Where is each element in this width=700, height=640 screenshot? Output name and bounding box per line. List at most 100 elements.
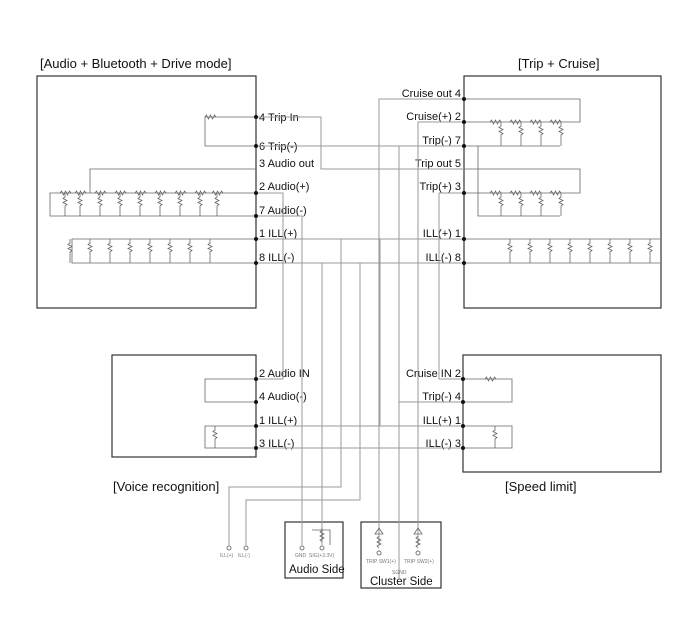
switch-resistor-icon — [137, 193, 143, 216]
switch-resistor-icon — [558, 193, 564, 216]
speed-module-internal-circuit — [463, 378, 513, 449]
pin-label: Trip(-) 7 — [422, 135, 461, 147]
led-resistor-icon — [587, 239, 593, 263]
led-resistor-icon — [507, 239, 513, 263]
junction-dot — [254, 237, 258, 241]
junction-dot — [254, 424, 258, 428]
switch-resistor-icon — [97, 193, 103, 216]
pin-label: 3 Audio out — [259, 158, 314, 170]
led-resistor-icon — [607, 239, 613, 263]
trip-sw1-terminal-label: TRIP SW1(+) — [366, 559, 396, 565]
led-resistor-icon — [527, 239, 533, 263]
switch-resistor-icon — [558, 122, 564, 146]
switch-resistor-icon — [157, 193, 163, 216]
led-resistor-icon — [87, 239, 93, 263]
sig-terminal-label: SIG(+3.3V) — [309, 553, 334, 559]
junction-dot — [462, 261, 466, 265]
switch-resistor-icon — [197, 193, 203, 216]
harness-wires — [228, 98, 464, 578]
pin-label: ILL(+) 1 — [423, 415, 461, 427]
resistor-icon — [484, 376, 497, 382]
junction-dot — [254, 400, 258, 404]
junction-dot — [462, 237, 466, 241]
audio-module-title: [Audio + Bluetooth + Drive mode] — [40, 56, 232, 71]
led-resistor-icon — [67, 239, 73, 263]
junction-dot — [461, 400, 465, 404]
resistor-icon — [174, 190, 187, 196]
junction-dot — [462, 97, 466, 101]
led-resistor-icon — [127, 239, 133, 263]
audio-side-title: Audio Side — [289, 564, 345, 576]
voice-module-box — [111, 354, 257, 458]
resistor-icon — [204, 114, 217, 120]
audio-module-internal-circuit — [49, 116, 256, 264]
pin-label: 3 ILL(-) — [259, 438, 294, 450]
pin-label: 4 Trip In — [259, 112, 299, 124]
trip-module-title: [Trip + Cruise] — [518, 56, 600, 71]
resistor-icon — [529, 190, 542, 196]
junction-dot — [461, 424, 465, 428]
led-resistor-icon — [107, 239, 113, 263]
switch-resistor-icon — [498, 122, 504, 146]
junction-dot — [254, 446, 258, 450]
switch-resistor-icon — [518, 193, 524, 216]
ill-terminals: ILL(+) ILL(-) — [220, 545, 250, 559]
cluster-side-box — [360, 521, 442, 589]
pin-label: ILL(+) 1 — [423, 228, 461, 240]
audio-side-box — [284, 521, 344, 579]
switch-resistor-icon — [214, 193, 220, 216]
switch-resistor-icon — [498, 193, 504, 216]
led-resistor-icon — [207, 239, 213, 263]
audio-side: GND SIG(+3.3V) Audio Side — [289, 528, 345, 576]
junction-dot — [461, 377, 465, 381]
pin-label: 8 ILL(-) — [259, 252, 294, 264]
pin-label: Cruise IN 2 — [406, 368, 461, 380]
speed-module-title: [Speed limit] — [505, 479, 577, 494]
trip-module-internal-circuit — [464, 98, 660, 264]
junction-dot — [254, 377, 258, 381]
resistor-icon — [549, 190, 562, 196]
junction-dot — [254, 214, 258, 218]
cluster-side-title: Cluster Side — [370, 576, 433, 588]
trip-module-box — [463, 75, 662, 309]
resistor-icon — [194, 190, 207, 196]
led-resistor-icon — [547, 239, 553, 263]
led-resistor-icon — [147, 239, 153, 263]
audio-module-pins: 4 Trip In 6 Trip(-) 3 Audio out 2 Audio(… — [259, 112, 314, 264]
led-resistor-icon — [212, 426, 218, 448]
junction-dot — [254, 115, 258, 119]
junction-dot — [254, 191, 258, 195]
switch-resistor-icon — [117, 193, 123, 216]
trip-module-pins: Cruise out 4 Cruise(+) 2 Trip(-) 7 Trip … — [402, 88, 461, 264]
ill-plus-terminal-label: ILL(+) — [220, 553, 234, 559]
pin-label: ILL(-) 3 — [426, 438, 461, 450]
trip-sw2-terminal-label: TRIP SW2(+) — [404, 559, 434, 565]
switch-resistor-icon — [177, 193, 183, 216]
voice-module-title: [Voice recognition] — [113, 479, 219, 494]
pin-label: Trip(+) 3 — [420, 181, 461, 193]
switch-resistor-icon — [538, 193, 544, 216]
speed-module-box — [462, 354, 662, 473]
pin-label: Trip out 5 — [415, 158, 461, 170]
led-resistor-icon — [167, 239, 173, 263]
resistor-icon — [154, 190, 167, 196]
switch-resistor-icon — [538, 122, 544, 146]
led-resistor-icon — [187, 239, 193, 263]
resistor-icon — [509, 119, 522, 125]
switch-resistor-icon — [77, 193, 83, 216]
resistor-icon — [509, 190, 522, 196]
resistor-icon — [211, 190, 224, 196]
junction-dot — [462, 191, 466, 195]
pin-label: 2 Audio IN — [259, 368, 310, 380]
junction-dot — [254, 261, 258, 265]
resistor-icon — [74, 190, 87, 196]
ill-minus-terminal-label: ILL(-) — [238, 553, 250, 559]
voice-module-pins: 2 Audio IN 4 Audio(-) 1 ILL(+) 3 ILL(-) — [259, 368, 310, 450]
gnd-terminal-label: GND — [295, 553, 307, 559]
junction-dots — [254, 97, 466, 450]
led-resistor-icon — [627, 239, 633, 263]
junction-dot — [461, 446, 465, 450]
resistor-icon — [94, 190, 107, 196]
switch-resistor-icon — [518, 122, 524, 146]
